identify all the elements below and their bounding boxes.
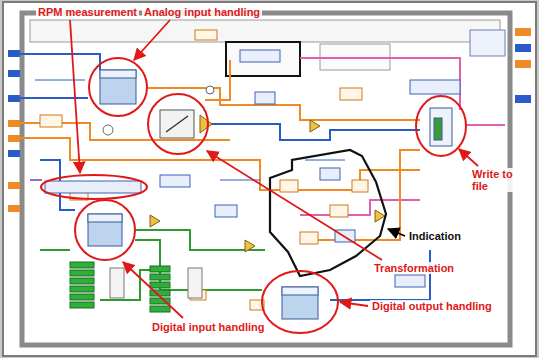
callout-label: Indication <box>407 230 463 242</box>
callout-label: Write to file <box>470 168 524 192</box>
callout-label: RPM measurement <box>36 6 139 18</box>
callout-label: Analog input handling <box>142 6 262 18</box>
callout-label: Digital input handling <box>150 321 266 333</box>
callout-label: Digital output handling <box>370 300 494 312</box>
callout-label: Transformation <box>372 262 456 274</box>
